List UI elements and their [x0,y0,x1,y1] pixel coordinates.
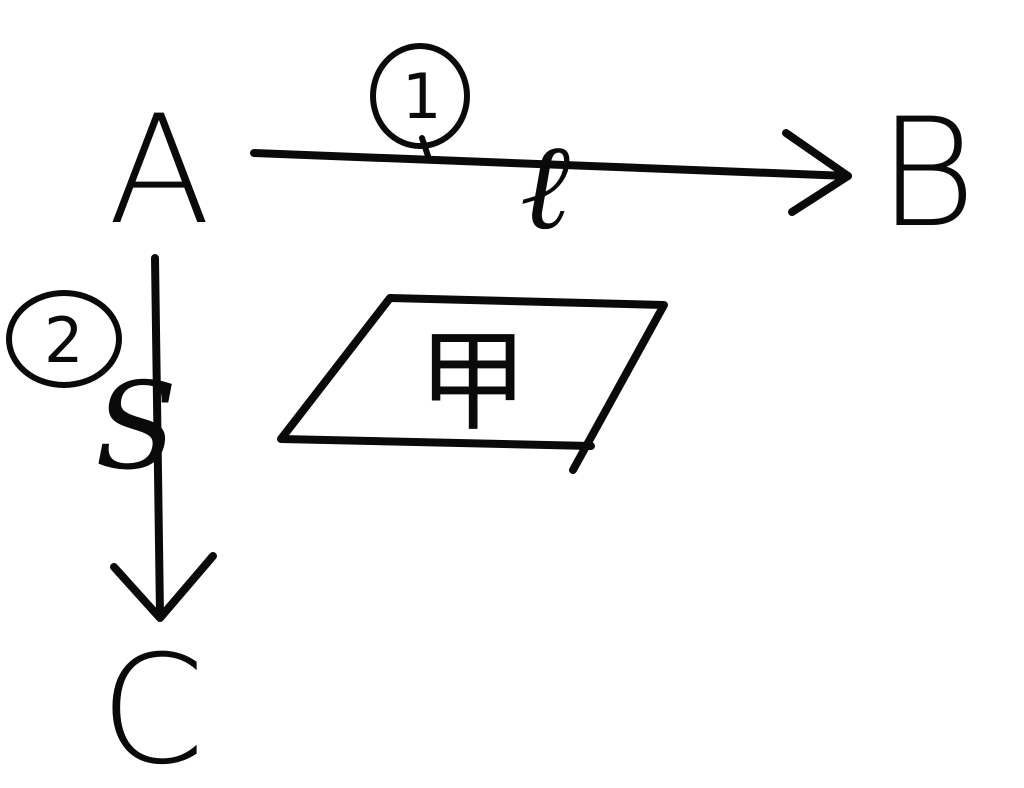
line-ac-shaft [151,254,164,619]
line-1-circle [370,43,470,149]
point-b-label: B [878,87,976,261]
point-a-label: A [108,84,211,258]
line-1-marker: 1 [370,43,470,149]
line-ac-arrowhead [110,552,217,622]
line-2-number: 2 [44,304,83,377]
line-ab [250,129,852,216]
line-1-pointer [419,135,431,159]
line-2-marker: 2 [6,290,122,388]
plane-name: 甲 [418,318,528,446]
line-1-name: ℓ [520,118,570,257]
plane: 甲 [277,294,668,474]
line-ab-shaft [250,149,852,180]
point-c-label: C [100,624,205,788]
line-ac [110,254,217,622]
line-1-number: 1 [402,60,441,133]
line-ab-arrowhead [782,129,852,216]
line-2-name: S [95,358,177,497]
line-2-circle [6,290,122,388]
plane-outline [277,294,668,474]
